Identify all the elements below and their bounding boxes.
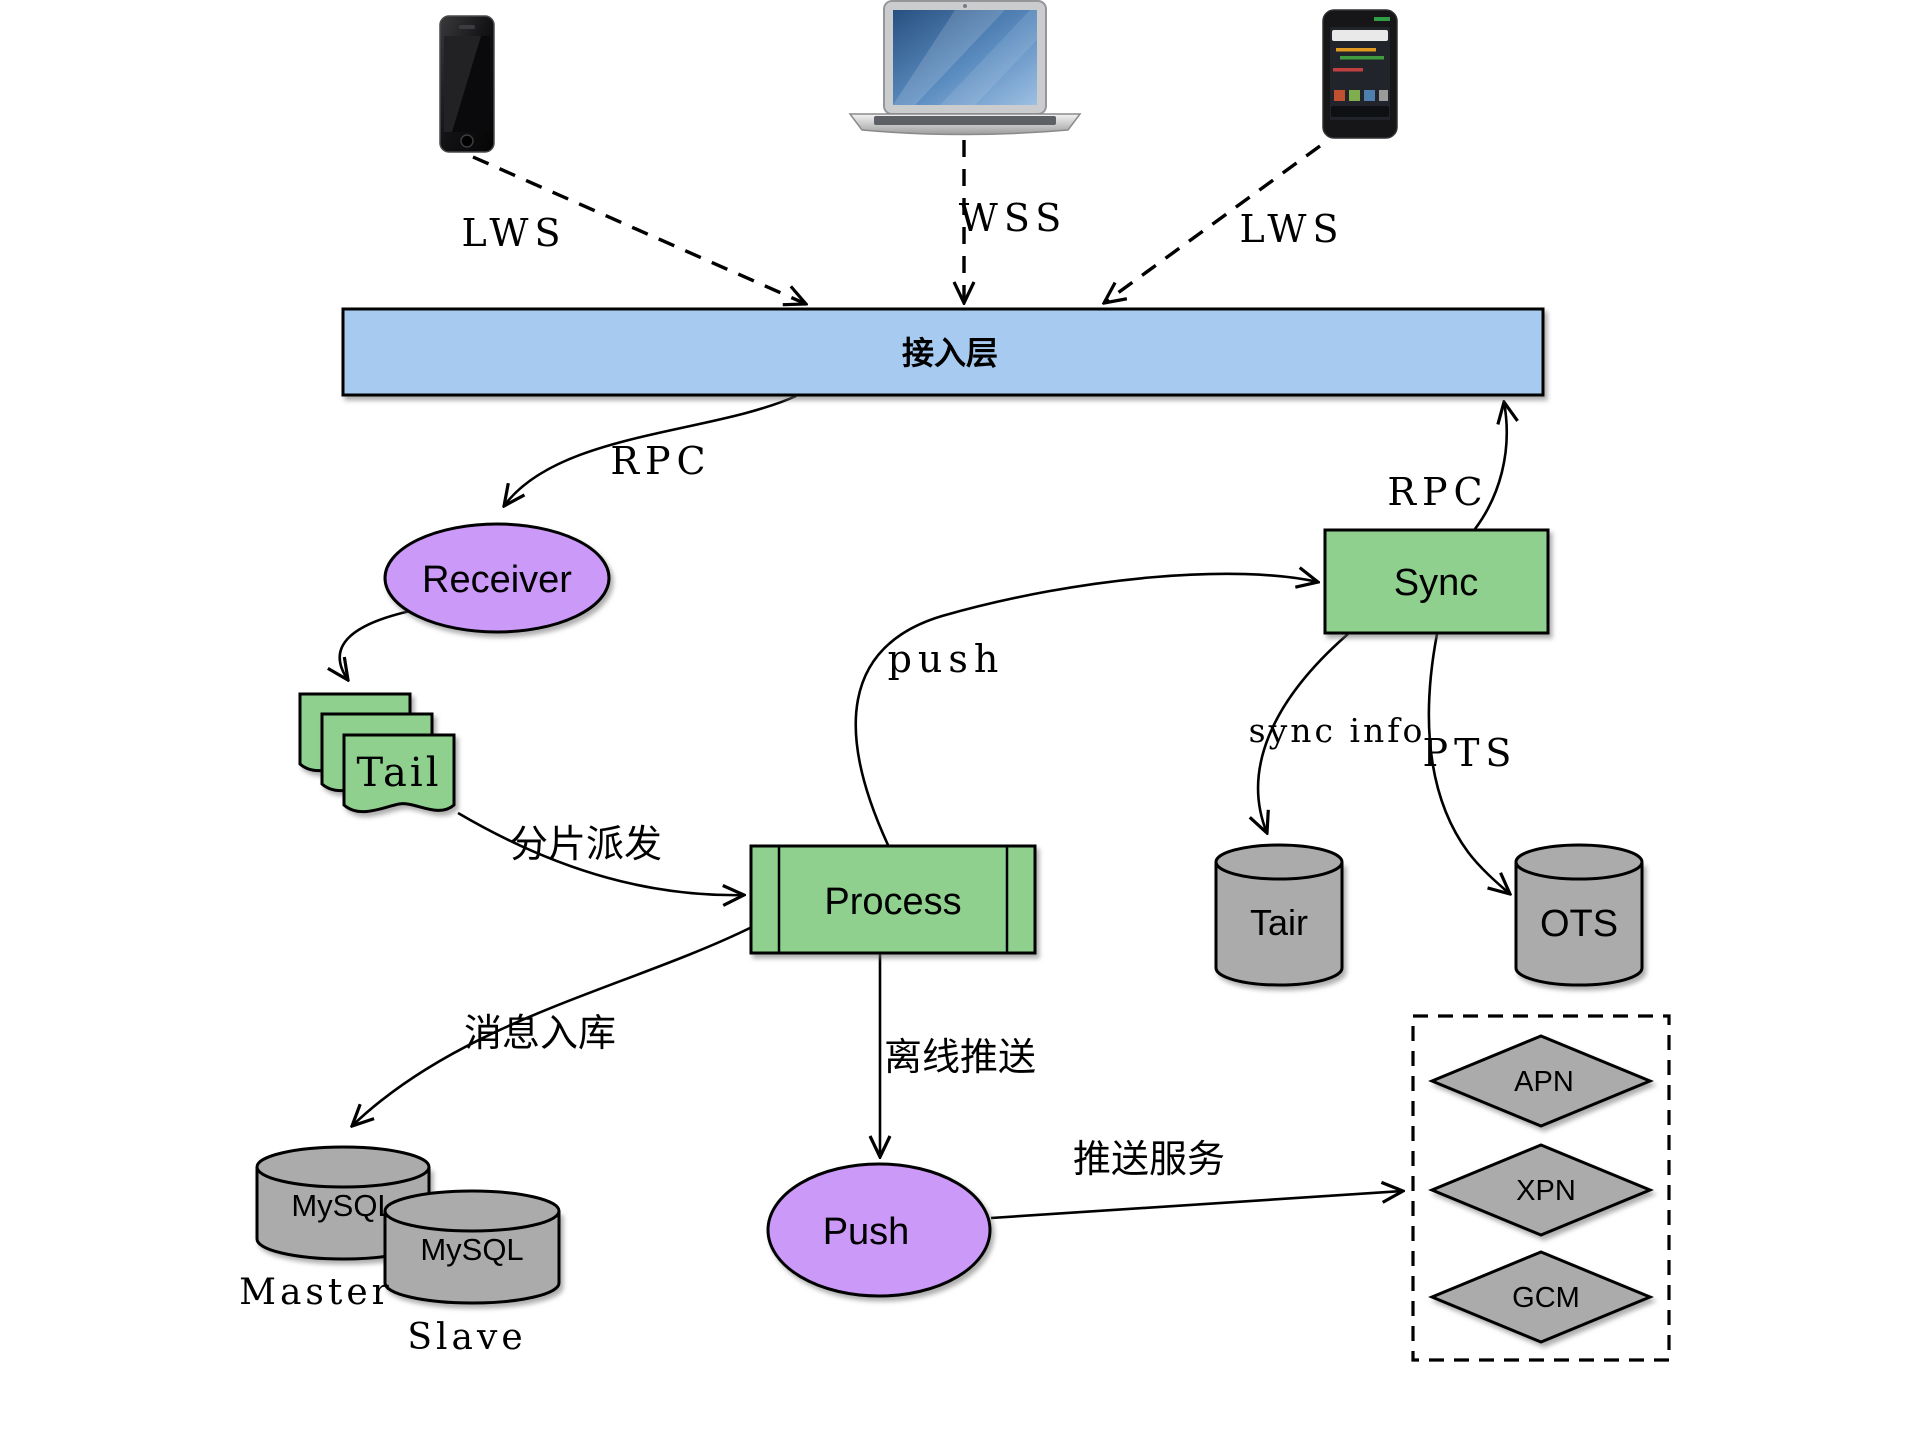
tail-label: Tail <box>356 750 441 796</box>
edge-process-to-sync-push <box>854 574 1318 846</box>
sync-node <box>1323 528 1550 635</box>
rpc-right-label: RPC <box>1387 470 1488 514</box>
sync-label: Sync <box>1394 562 1478 604</box>
rpc-left-label: RPC <box>610 439 711 483</box>
tair-label: Tair <box>1250 902 1308 943</box>
edge-push-to-services <box>990 1191 1403 1220</box>
tair-node: Tair <box>1214 843 1344 987</box>
xpn-diamond <box>1428 1143 1654 1237</box>
gcm-label: GCM <box>1512 1282 1580 1314</box>
sync-info-label: sync info <box>1249 711 1426 750</box>
push-edge-label: push <box>888 637 1005 681</box>
tail-node: Tail <box>298 692 456 814</box>
edge-sync-to-access-rpc <box>1473 402 1507 530</box>
push-node <box>766 1162 992 1298</box>
edge-lws-right <box>1104 144 1321 303</box>
macbook-camera <box>963 4 967 8</box>
push-services-box: APN XPN GCM <box>1411 1014 1671 1362</box>
pts-label: PTS <box>1423 731 1518 775</box>
edge-sync-to-tair <box>1258 633 1349 833</box>
mysql-slave-label: MySQL <box>420 1232 523 1267</box>
message-store-label: 消息入库 <box>464 1013 616 1055</box>
mysql-master-label: MySQL <box>291 1188 394 1223</box>
access-layer-bar <box>341 307 1545 397</box>
mysql-slave-node: MySQL <box>383 1189 561 1305</box>
apn-diamond <box>1428 1034 1654 1128</box>
access-layer-label: 接入层 <box>902 335 998 371</box>
edge-sync-to-ots <box>1427 633 1510 894</box>
macbook-keyboard <box>874 116 1056 125</box>
receiver-node <box>383 522 611 634</box>
wss-label: WSS <box>959 196 1067 240</box>
edge-rpc-access-to-receiver <box>504 394 797 506</box>
apn-label: APN <box>1514 1066 1574 1098</box>
android-phone-icon <box>1322 9 1398 139</box>
iphone-speaker <box>459 25 475 29</box>
iphone-home-button <box>460 134 474 148</box>
lws-left-label: LWS <box>461 211 566 255</box>
offline-push-label: 离线推送 <box>884 1037 1036 1079</box>
receiver-label: Receiver <box>422 559 572 601</box>
push-service-label: 推送服务 <box>1073 1139 1225 1181</box>
macbook-icon <box>848 0 1082 136</box>
mysql-slave-caption: Slave <box>407 1317 526 1358</box>
edge-receiver-to-tail <box>340 605 431 680</box>
iphone-icon <box>439 15 495 153</box>
gcm-diamond <box>1428 1250 1654 1344</box>
shard-dispatch-label: 分片派发 <box>510 824 662 866</box>
xpn-label: XPN <box>1516 1175 1576 1207</box>
lws-right-label: LWS <box>1239 207 1344 251</box>
edge-lws-left <box>472 155 806 304</box>
edge-process-to-mysql <box>352 925 753 1126</box>
ots-label: OTS <box>1540 903 1618 945</box>
process-node: Process <box>749 844 1037 955</box>
mysql-master-caption: Master <box>239 1272 393 1313</box>
edge-tail-to-process <box>457 811 744 895</box>
push-label: Push <box>823 1211 910 1253</box>
ots-node: OTS <box>1514 843 1644 987</box>
process-label: Process <box>824 881 961 923</box>
